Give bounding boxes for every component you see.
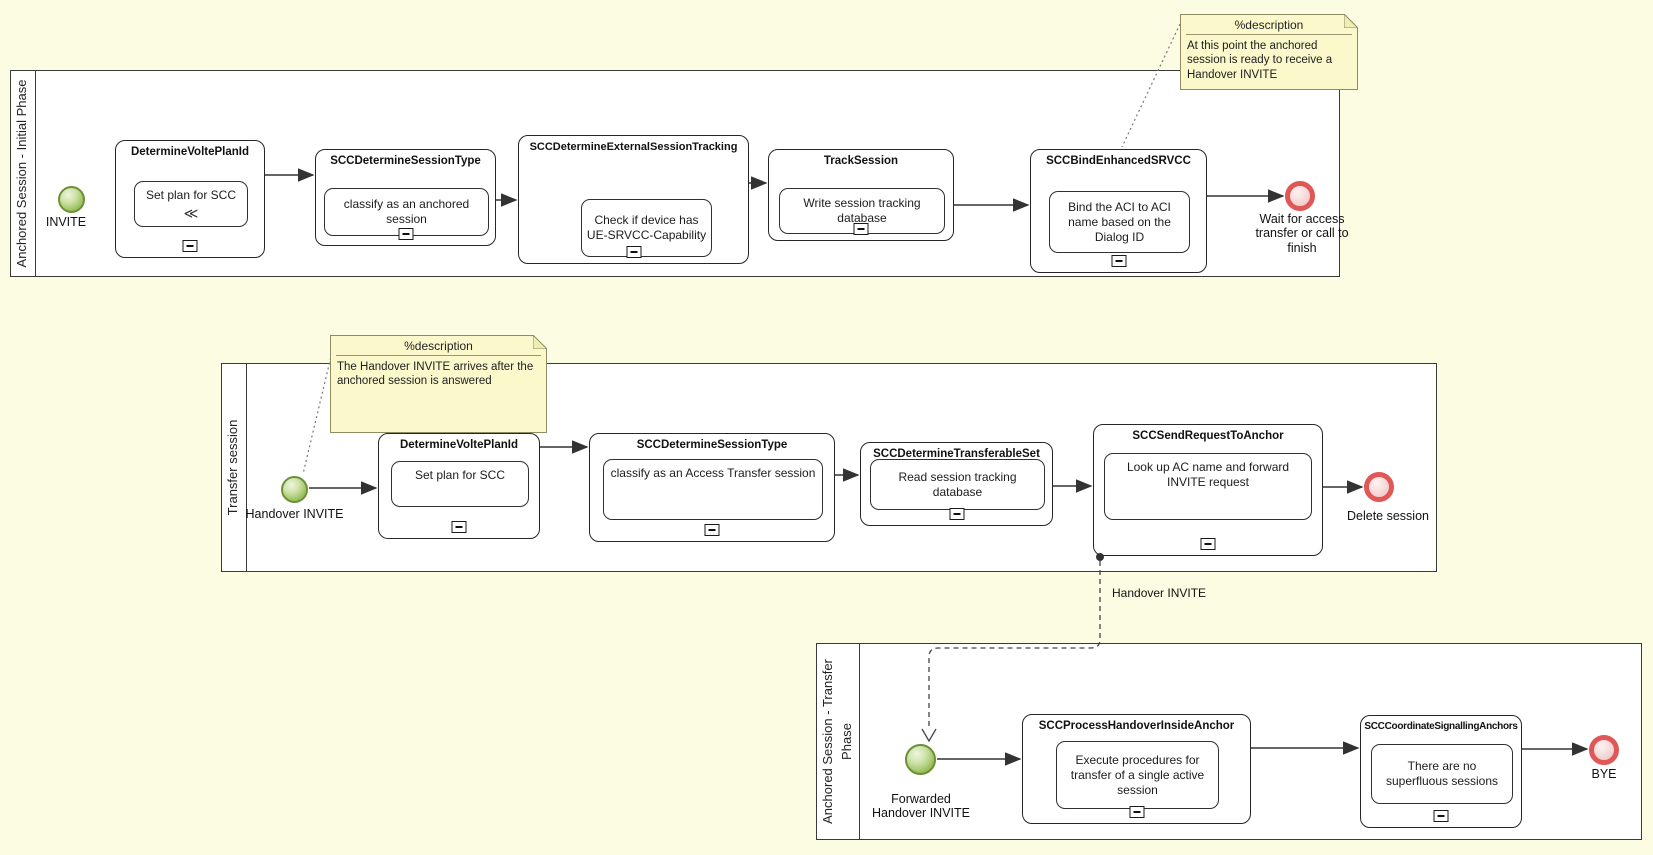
note-body: The Handover INVITE arrives after the an…	[337, 361, 534, 388]
task-scc-process-handover-inside-anchor: SCCProcessHandoverInsideAnchor Execute p…	[1022, 714, 1251, 824]
task-body: Set plan for SCC	[414, 468, 506, 482]
start-event-label: INVITE	[45, 215, 87, 229]
task-title: SCCDetermineSessionType	[330, 155, 481, 167]
start-event-label: Forwarded Handover INVITE	[872, 792, 970, 821]
note-fold-icon	[533, 335, 547, 349]
task-title: SCCDetermineTransferableSet	[873, 448, 1040, 460]
task-scc-coordinate-signalling-anchors: SCCCoordinateSignallingAnchors There are…	[1360, 715, 1522, 828]
task-title: SCCDetermineExternalSessionTracking	[529, 141, 738, 153]
note-body: At this point the anchored session is re…	[1187, 40, 1333, 81]
message-flow-label: Handover INVITE	[1112, 586, 1207, 600]
end-event-label: BYE	[1591, 767, 1617, 781]
task-body: Read session tracking database	[898, 469, 1017, 499]
task-subprocess-box: Set plan for SCC	[391, 461, 529, 507]
task-body: Write session tracking database	[803, 196, 921, 225]
task-body: There are no superfluous sessions	[1385, 759, 1499, 788]
collapsed-subprocess-marker[interactable]	[451, 521, 467, 533]
lane-label-column	[817, 644, 860, 839]
task-subprocess-box: classify as an Access Transfer session	[603, 459, 823, 520]
task-determine-volte-plan-id-2: DetermineVoltePlanId Set plan for SCC	[378, 433, 540, 539]
task-title: SCCProcessHandoverInsideAnchor	[1038, 720, 1235, 732]
task-title: SCCSendRequestToAnchor	[1132, 430, 1284, 442]
task-subprocess-box: Bind the ACI to ACI name based on the Di…	[1049, 191, 1190, 253]
collapsed-subprocess-marker[interactable]	[182, 240, 198, 252]
task-title: TrackSession	[823, 155, 899, 167]
collapsed-subprocess-marker[interactable]	[626, 246, 641, 258]
task-title: DetermineVoltePlanId	[130, 146, 249, 158]
task-body: classify as an Access Transfer session	[610, 466, 816, 480]
start-event-handover-invite	[281, 476, 308, 503]
task-body: Bind the ACI to ACI name based on the Di…	[1068, 199, 1171, 244]
task-title: DetermineVoltePlanId	[399, 439, 518, 451]
end-event-label: Wait for access transfer or call to fini…	[1255, 212, 1349, 255]
collapsed-subprocess-marker[interactable]	[853, 223, 869, 235]
lane-label-transfer-session: Transfer session	[225, 419, 240, 516]
lane-label-anchored-initial: Anchored Session - Initial Phase	[14, 79, 29, 268]
task-body: Set plan for SCC	[145, 188, 237, 202]
collapsed-subprocess-marker[interactable]	[1200, 538, 1216, 550]
task-body: classify as an anchored session	[343, 197, 470, 226]
task-subprocess-box: Look up AC name and forward INVITE reque…	[1104, 453, 1312, 520]
note-anchored-ready: %description At this point the anchored …	[1180, 14, 1358, 90]
task-scc-determine-session-type: SCCDetermineSessionType classify as an a…	[315, 149, 496, 246]
note-fold-icon	[1344, 14, 1358, 28]
start-event-label: Handover INVITE	[245, 507, 344, 521]
end-event-label: Delete session	[1347, 509, 1429, 523]
task-subprocess-box: Set plan for SCC ≪	[134, 181, 248, 227]
collapsed-subprocess-marker[interactable]	[398, 228, 413, 240]
task-scc-determine-transferable-set: SCCDetermineTransferableSet Read session…	[860, 442, 1053, 526]
task-scc-send-request-to-anchor: SCCSendRequestToAnchor Look up AC name a…	[1093, 424, 1323, 556]
task-track-session: TrackSession Write session tracking data…	[768, 149, 954, 241]
task-subprocess-box: There are no superfluous sessions	[1371, 744, 1513, 804]
collapsed-subprocess-marker[interactable]	[1129, 806, 1144, 818]
task-subprocess-box: Check if device has UE-SRVCC-Capability	[581, 199, 712, 257]
lane-label-anchored-transfer: Anchored Session - Transfer Phase	[820, 659, 854, 824]
collapsed-subprocess-marker[interactable]	[1111, 255, 1126, 267]
task-subprocess-box: Read session tracking database	[870, 459, 1045, 510]
task-title: SCCCoordinateSignallingAnchors	[1364, 721, 1518, 732]
note-title: %description	[336, 336, 541, 356]
end-event-bye	[1589, 735, 1619, 765]
lane-label-column	[11, 71, 36, 276]
lane-label-column	[222, 364, 247, 571]
task-title: SCCBindEnhancedSRVCC	[1046, 155, 1191, 167]
task-scc-determine-external-session-tracking: SCCDetermineExternalSessionTracking Chec…	[518, 135, 749, 264]
task-body: Execute procedures for transfer of a sin…	[1070, 752, 1205, 797]
collapsed-subprocess-marker[interactable]	[704, 524, 720, 536]
note-title: %description	[1186, 15, 1352, 35]
note-handover-arrives: %description The Handover INVITE arrives…	[330, 335, 547, 433]
collapsed-subprocess-marker[interactable]	[1433, 810, 1449, 822]
task-body: Check if device has UE-SRVCC-Capability	[586, 213, 707, 242]
task-scc-bind-enhanced-srvcc: SCCBindEnhancedSRVCC Bind the ACI to ACI…	[1030, 149, 1207, 273]
end-event-wait	[1285, 181, 1315, 211]
task-subprocess-box: Execute procedures for transfer of a sin…	[1056, 741, 1219, 809]
collapsed-subprocess-marker[interactable]	[949, 508, 964, 520]
start-event-forwarded-handover-invite	[905, 744, 936, 775]
task-scc-determine-session-type-2: SCCDetermineSessionType classify as an A…	[589, 433, 835, 542]
rewind-icon: ≪	[183, 205, 199, 221]
task-body: Look up AC name and forward INVITE reque…	[1126, 460, 1290, 489]
end-event-delete-session	[1364, 472, 1394, 502]
task-title: SCCDetermineSessionType	[636, 439, 788, 451]
start-event-invite	[58, 186, 85, 213]
task-determine-volte-plan-id: DetermineVoltePlanId Set plan for SCC ≪	[115, 140, 265, 258]
